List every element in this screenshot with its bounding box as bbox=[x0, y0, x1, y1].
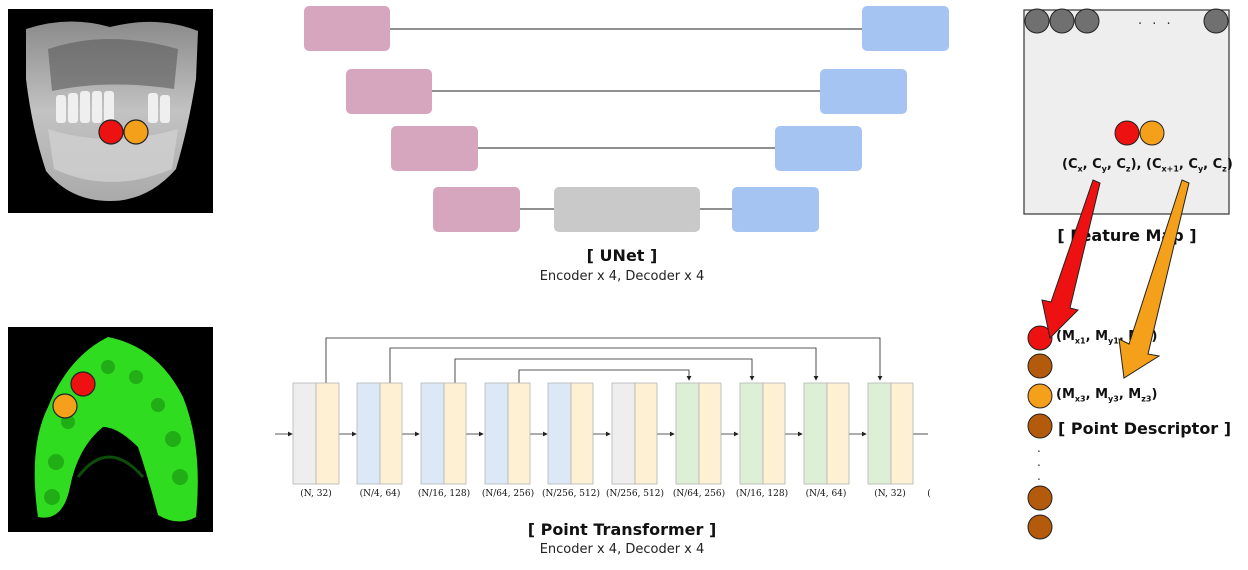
mesh-red-point bbox=[70, 371, 96, 397]
pt-dim-label-7: (N/64, 256) bbox=[672, 489, 726, 499]
feature-map-ellipsis: . . . bbox=[1138, 13, 1174, 28]
pt-block-8 bbox=[739, 382, 786, 485]
descriptor-point-5 bbox=[1027, 485, 1053, 511]
descriptor-point-3 bbox=[1027, 383, 1053, 409]
feature-map-top-point-4 bbox=[1203, 8, 1229, 34]
ct-scan-drawing bbox=[26, 21, 198, 202]
feature-map-coord-a: (Cx, Cy, Cz), bbox=[1062, 157, 1142, 174]
feature-map-top-point-1 bbox=[1024, 8, 1050, 34]
pt-dim-label-9: (N/4, 64) bbox=[805, 489, 847, 499]
descriptor-point-4 bbox=[1027, 413, 1053, 439]
unet-decoder-block-1 bbox=[862, 6, 949, 51]
descriptor-entry-1: (Mx1, My1, Mz1) bbox=[1056, 329, 1158, 346]
unet-encoder-block-3 bbox=[391, 126, 478, 171]
descriptor-vertical-dots: . . . bbox=[1037, 441, 1041, 483]
descriptor-entry-3: (Mx3, My3, Mz3) bbox=[1056, 387, 1158, 404]
pt-dim-label-4: (N/64, 256) bbox=[481, 489, 535, 499]
pt-block-1 bbox=[292, 382, 340, 485]
ct-red-point bbox=[98, 119, 124, 145]
unet-decoder-block-2 bbox=[820, 69, 907, 114]
pt-block-5 bbox=[547, 382, 594, 485]
pt-skip-3 bbox=[454, 358, 755, 383]
pt-dim-label-trailing: ( bbox=[927, 489, 931, 499]
unet-bottleneck-block bbox=[554, 187, 700, 232]
descriptor-point-1 bbox=[1027, 325, 1053, 351]
unet-decoder-block-3 bbox=[775, 126, 862, 171]
pt-dim-label-2: (N/4, 64) bbox=[359, 489, 401, 499]
feature-map-title: [ Feature Map ] bbox=[1057, 226, 1197, 245]
pt-blocks bbox=[292, 382, 914, 485]
pt-dim-label-10: (N, 32) bbox=[874, 489, 906, 499]
descriptor-point-2 bbox=[1027, 353, 1053, 379]
pt-block-9 bbox=[803, 382, 850, 485]
pt-skip-connections bbox=[325, 337, 883, 383]
point-descriptor-points bbox=[1027, 325, 1053, 540]
pt-dim-label-1: (N, 32) bbox=[300, 489, 332, 499]
pt-block-4 bbox=[484, 382, 531, 485]
feature-map-top-points bbox=[1024, 8, 1229, 34]
unet-encoder-block-1 bbox=[304, 6, 390, 51]
ct-orange-point bbox=[123, 119, 149, 145]
jaw-mesh-image bbox=[8, 327, 213, 532]
unet-decoder-block-4 bbox=[732, 187, 819, 232]
feature-map-top-point-3 bbox=[1074, 8, 1100, 34]
pt-block-10 bbox=[867, 382, 914, 485]
pt-dim-label-6: (N/256, 512) bbox=[605, 489, 664, 499]
pt-skip-2 bbox=[389, 347, 819, 383]
point-transformer-title: [ Point Transformer ] bbox=[527, 520, 717, 539]
pt-dim-label-5: (N/256, 512) bbox=[541, 489, 600, 499]
feature-map-red-point bbox=[1114, 120, 1140, 146]
feature-map-orange-point bbox=[1139, 120, 1165, 146]
jaw-mesh-drawing bbox=[34, 337, 198, 522]
pt-dim-label-8: (N/16, 128) bbox=[735, 489, 789, 499]
unet-subtitle: Encoder x 4, Decoder x 4 bbox=[539, 269, 705, 284]
pt-block-7 bbox=[675, 382, 722, 485]
pt-block-6 bbox=[611, 382, 658, 485]
feature-map-top-point-2 bbox=[1049, 8, 1075, 34]
pt-skip-1 bbox=[325, 337, 883, 383]
unet-encoder-block-4 bbox=[433, 187, 520, 232]
point-descriptor-title: [ Point Descriptor ] bbox=[1058, 419, 1232, 438]
ct-scan-image bbox=[8, 9, 213, 213]
unet-blocks bbox=[304, 6, 949, 232]
pt-block-2 bbox=[356, 382, 403, 485]
pt-block-3 bbox=[420, 382, 467, 485]
feature-map-coord-b: (Cx+1, Cy, Cz) bbox=[1146, 157, 1233, 174]
feature-map-panel bbox=[1023, 9, 1230, 215]
unet-skip-lines bbox=[390, 28, 862, 210]
unet-encoder-block-2 bbox=[346, 69, 432, 114]
mesh-orange-point bbox=[52, 393, 78, 419]
descriptor-point-6 bbox=[1027, 514, 1053, 540]
point-transformer-subtitle: Encoder x 4, Decoder x 4 bbox=[539, 542, 705, 557]
pt-skip-4 bbox=[518, 369, 692, 383]
pt-dim-label-3: (N/16, 128) bbox=[417, 489, 471, 499]
unet-title: [ UNet ] bbox=[586, 246, 658, 265]
